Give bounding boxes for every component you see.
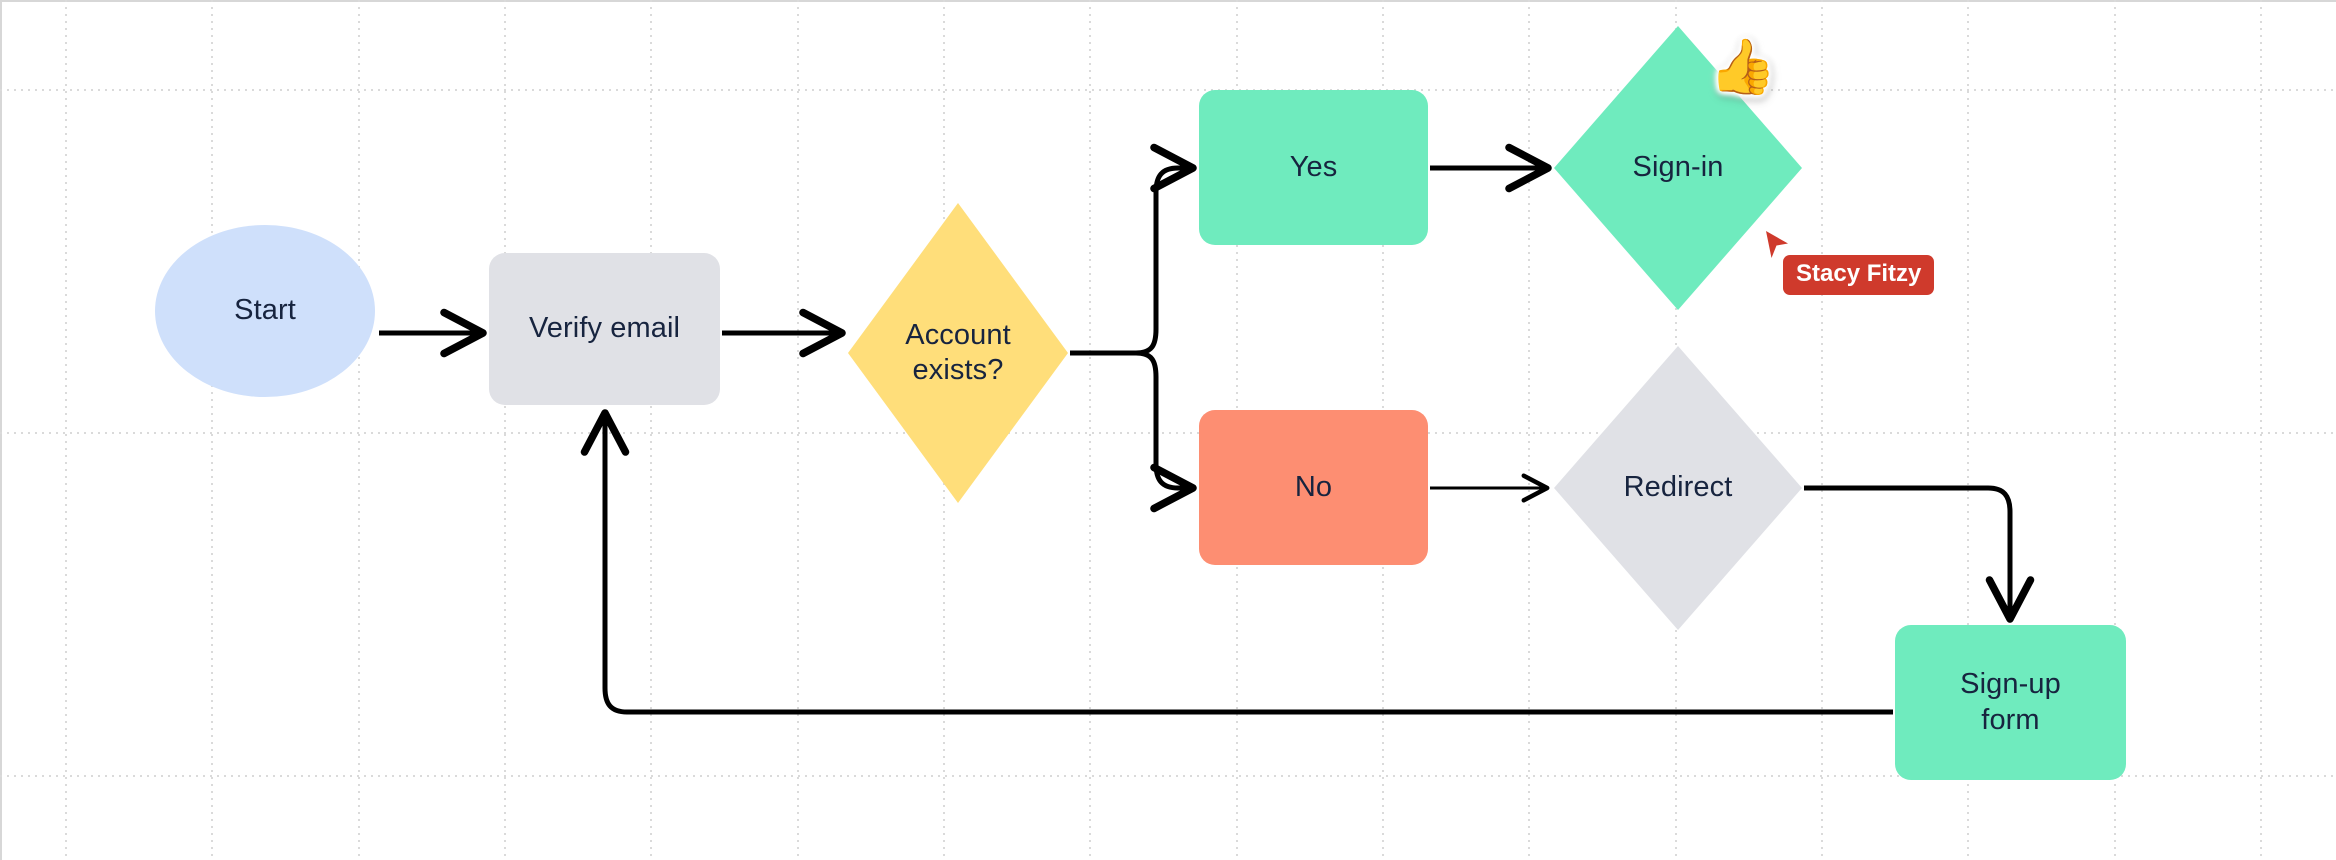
edge-account-exists-to-yes: [1135, 143, 1197, 356]
cursor-pointer-icon: [1766, 231, 1788, 258]
node-redirect[interactable]: Redirect: [1554, 346, 1802, 630]
node-verify-email[interactable]: Verify email: [489, 253, 720, 405]
node-no-label: No: [1294, 470, 1333, 503]
node-no[interactable]: No: [1199, 410, 1428, 565]
node-redirect-label: Redirect: [1623, 471, 1733, 504]
diamond-shape-sign-in: [1554, 26, 1802, 310]
collaborator-name: Stacy Fitzy: [1796, 260, 1922, 287]
edge-account-exists-to-no: [1135, 350, 1197, 513]
node-account-exists-label: Account exists?: [905, 318, 1011, 386]
diamond-shape-redirect: [1554, 346, 1802, 630]
diamond-shape-account-exists: [848, 203, 1068, 503]
thumbs-up-glyph: 👍: [1709, 37, 1777, 97]
node-sign-in-label: Sign-in: [1632, 151, 1724, 184]
node-start-label: Start: [234, 294, 296, 327]
node-start[interactable]: Start: [155, 225, 375, 397]
edge-redirect-to-sign-up-form: [1804, 485, 2035, 623]
node-sign-up-form-label: Sign-up form: [1960, 668, 2061, 736]
node-account-exists[interactable]: Account exists?: [848, 203, 1068, 503]
thumbs-up-icon[interactable]: 👍: [1706, 30, 1780, 104]
node-sign-up-form[interactable]: Sign-up form: [1895, 625, 2126, 780]
collaborator-cursor-label: Stacy Fitzy: [1783, 255, 1935, 295]
node-yes[interactable]: Yes: [1199, 90, 1428, 245]
node-sign-in[interactable]: Sign-in: [1554, 26, 1802, 310]
node-verify-email-label: Verify email: [528, 312, 681, 345]
node-yes-label: Yes: [1289, 150, 1338, 183]
